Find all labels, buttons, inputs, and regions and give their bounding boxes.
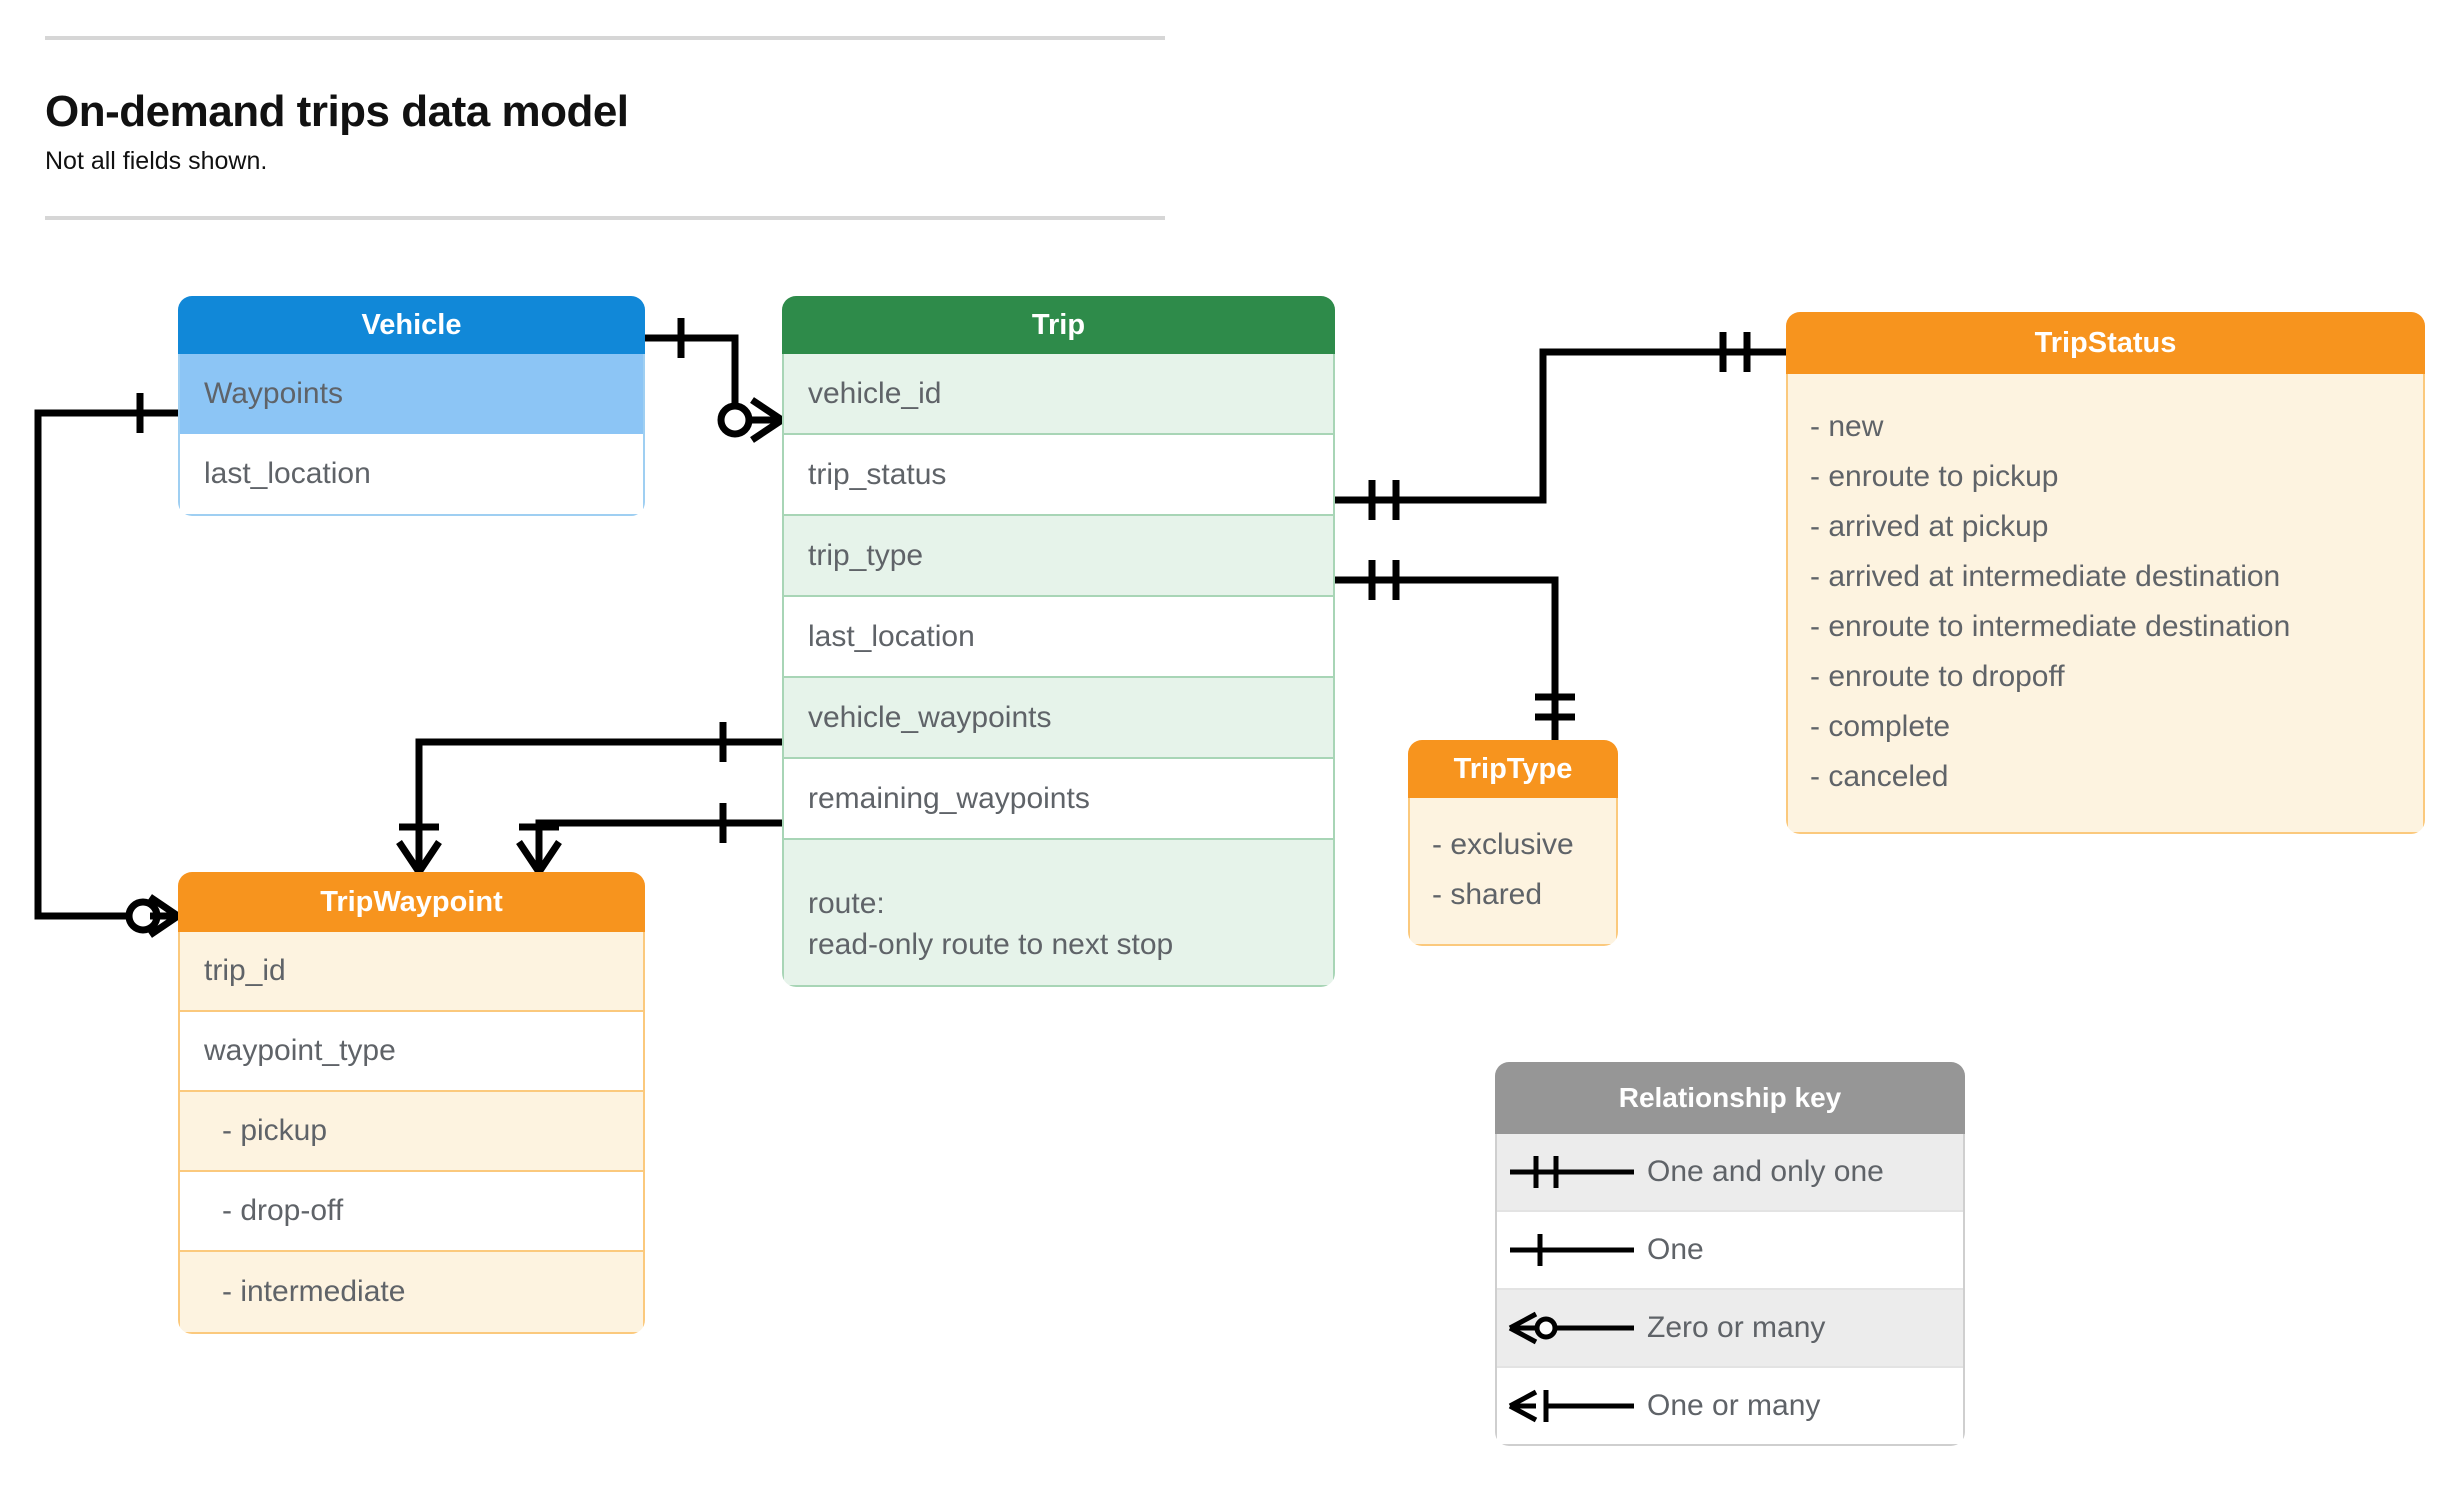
legend-label-zero-or-many: Zero or many [1647,1311,1826,1344]
page-title: On-demand trips data model [45,87,629,136]
field-vehicle-last-location[interactable]: last_location [180,434,643,514]
enum-trip-status-enroute-to-dropoff: - enroute to dropoff [1810,660,2065,693]
one-and-only-one-icon [1497,1150,1647,1194]
entity-trip-waypoint-title: TripWaypoint [178,872,645,932]
entity-trip-waypoint[interactable]: TripWaypoint trip_id waypoint_type - pic… [178,872,645,1334]
field-trip-vehicle-waypoints[interactable]: vehicle_waypoints [784,678,1333,759]
connector-tripstatus [1335,348,1786,504]
enum-waypoint-type-drop-off: - drop-off [180,1172,643,1252]
field-trip-remaining-waypoints[interactable]: remaining_waypoints [784,759,1333,840]
enum-waypoint-type-pickup: - pickup [180,1092,643,1172]
entity-trip-title: Trip [782,296,1335,354]
enum-waypoint-type-intermediate: - intermediate [180,1252,643,1332]
entity-trip-status-title: TripStatus [1786,312,2425,374]
zero-or-many-icon [1497,1306,1647,1350]
field-trip-route-description: read-only route to next stop [808,927,1174,961]
field-trip-route-label: route: [808,887,885,920]
connector-vehicle-waypoints-to-tripwaypoint [34,409,178,920]
enum-trip-status-arrived-at-intermediate: - arrived at intermediate destination [1810,560,2281,593]
enum-trip-status-enroute-to-pickup: - enroute to pickup [1810,460,2059,493]
page-header: On-demand trips data model Not all field… [45,36,1165,221]
entity-trip-waypoint-fields: trip_id waypoint_type - pickup - drop-of… [178,932,645,1334]
entity-vehicle-fields: Waypoints last_location [178,354,645,516]
relationship-key-legend: Relationship key One and only one [1495,1062,1965,1446]
zero-circle-vehicle-trip [717,402,753,438]
crowsfoot-remaining-waypoints-field [516,840,562,874]
entity-vehicle-title: Vehicle [178,296,645,354]
field-trip-vehicle-id[interactable]: vehicle_id [784,354,1333,435]
legend-title: Relationship key [1495,1062,1965,1134]
legend-label-one-or-many: One or many [1647,1389,1821,1422]
entity-trip[interactable]: Trip vehicle_id trip_status trip_type la… [782,296,1335,987]
field-trip-waypoint-trip-id[interactable]: trip_id [180,932,643,1012]
header-rule-top [45,36,1165,40]
enum-trip-status-complete: - complete [1810,710,1951,743]
enum-trip-type-exclusive: - exclusive [1432,828,1574,861]
field-trip-waypoint-waypoint-type[interactable]: waypoint_type [180,1012,643,1092]
enum-trip-status-new: - new [1810,410,1884,443]
legend-label-one: One [1647,1233,1704,1266]
legend-rows: One and only one One [1495,1134,1965,1446]
field-trip-last-location[interactable]: last_location [784,597,1333,678]
entity-vehicle[interactable]: Vehicle Waypoints last_location [178,296,645,516]
crowsfoot-vehicle-waypoints-field [396,840,442,874]
connector-vehicle-waypoints-field [415,738,782,872]
enum-trip-type-shared: - shared [1432,878,1543,911]
enum-trip-status-enroute-to-intermediate: - enroute to intermediate destination [1810,610,2291,643]
field-trip-route[interactable]: route: read-only route to next stop [784,840,1333,985]
entity-trip-type-values: - exclusive - shared [1408,798,1618,946]
connector-triptype [1335,576,1559,740]
enum-trip-status-canceled: - canceled [1810,760,1949,793]
field-trip-trip-type[interactable]: trip_type [784,516,1333,597]
legend-row-one: One [1497,1212,1963,1290]
entity-trip-fields: vehicle_id trip_status trip_type last_lo… [782,354,1335,987]
header-rule-bottom [45,216,1165,221]
crowsfoot-vehicle-trip [750,397,784,443]
legend-row-one-and-only-one: One and only one [1497,1134,1963,1212]
legend-row-zero-or-many: Zero or many [1497,1290,1963,1368]
entity-trip-status[interactable]: TripStatus - new - enroute to pickup - a… [1786,312,2425,834]
legend-label-one-and-only-one: One and only one [1647,1155,1884,1188]
zero-circle-tripwaypoint [125,898,161,934]
entity-trip-status-values: - new - enroute to pickup - arrived at p… [1786,374,2425,834]
one-icon [1497,1228,1647,1272]
entity-trip-type[interactable]: TripType - exclusive - shared [1408,740,1618,946]
page-subtitle: Not all fields shown. [45,147,268,176]
enum-trip-status-arrived-at-pickup: - arrived at pickup [1810,510,2049,543]
entity-trip-type-title: TripType [1408,740,1618,798]
field-trip-trip-status[interactable]: trip_status [784,435,1333,516]
connector-remaining-waypoints-field [535,819,782,872]
crowsfoot-tripwaypoint-left [148,894,180,938]
field-vehicle-waypoints[interactable]: Waypoints [180,354,643,434]
connector-vehicle-to-trip [645,334,782,424]
legend-row-one-or-many: One or many [1497,1368,1963,1444]
one-or-many-icon [1497,1384,1647,1428]
